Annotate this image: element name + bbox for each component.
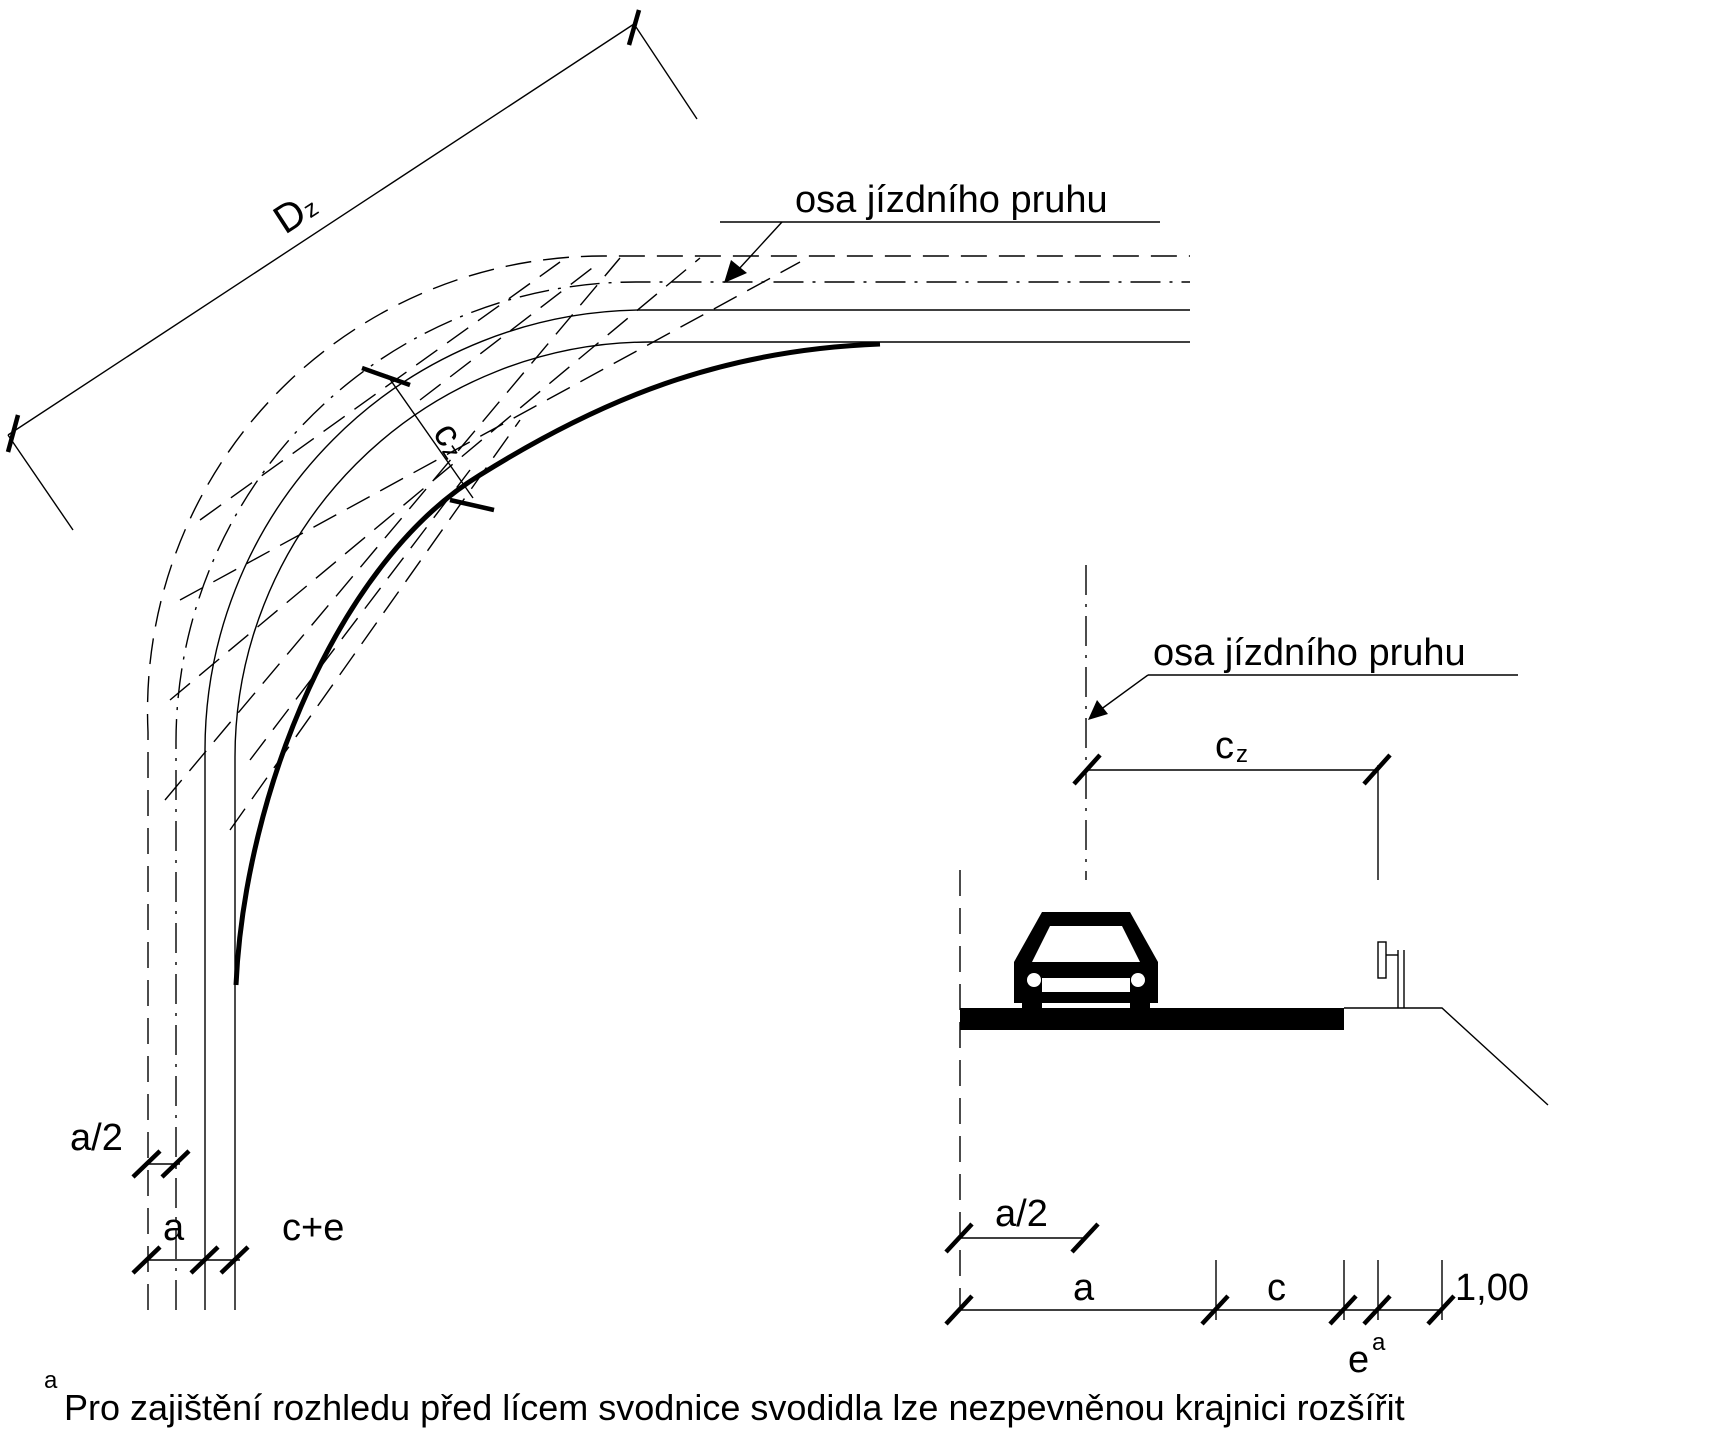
plan-lane-edge-solid bbox=[204, 309, 1190, 1310]
plan-inner-edge-solid bbox=[234, 341, 1190, 1310]
road-shoulder-slope bbox=[1344, 1007, 1549, 1106]
plan-a-half-label: a/2 bbox=[70, 1117, 123, 1159]
road-pavement bbox=[960, 1008, 1344, 1030]
section-a-label: a bbox=[1073, 1267, 1095, 1309]
plan-cz-dimension: c z bbox=[361, 365, 495, 513]
section-1-00-label: 1,00 bbox=[1455, 1267, 1529, 1309]
cross-section: osa jízdního pruhu c z bbox=[944, 565, 1549, 1381]
footnote-marker: a bbox=[44, 1367, 58, 1394]
plan-sight-lines bbox=[164, 257, 801, 831]
section-e-label: e bbox=[1348, 1339, 1369, 1381]
footnote-text: Pro zajištění rozhledu před lícem svodni… bbox=[64, 1387, 1405, 1428]
plan-lane-axis-label: osa jízdního pruhu bbox=[795, 179, 1108, 221]
plan-c-plus-e-label: c+e bbox=[282, 1207, 344, 1249]
section-a-half-label: a/2 bbox=[995, 1193, 1048, 1235]
plan-a-label: a bbox=[163, 1207, 185, 1249]
plan-lane-axis-line bbox=[175, 281, 1190, 1310]
plan-dz-dimension: D z bbox=[5, 9, 698, 531]
section-e-superscript: a bbox=[1372, 1329, 1386, 1356]
section-cz-subscript: z bbox=[1236, 741, 1248, 768]
section-bottom-dimensions: a/2 a c 1,00 e a bbox=[944, 1193, 1529, 1381]
plan-lane-edge-outer bbox=[146, 255, 1190, 1310]
section-lane-axis-callout: osa jízdního pruhu bbox=[1088, 632, 1518, 720]
section-lane-axis-label: osa jízdního pruhu bbox=[1153, 632, 1466, 674]
plan-guardrail-curve bbox=[233, 341, 881, 986]
plan-lane-axis-callout: osa jízdního pruhu bbox=[720, 179, 1160, 283]
plan-view: D z c z osa jízdního pruhu a/2 bbox=[5, 9, 1190, 1310]
plan-bottom-dimensions: a/2 a c+e bbox=[70, 1117, 344, 1275]
section-cz-dimension: c z bbox=[1072, 725, 1392, 880]
section-c-label: c bbox=[1267, 1267, 1286, 1309]
guardrail-icon bbox=[1377, 941, 1405, 1008]
section-cz-label: c bbox=[1215, 725, 1234, 767]
footnote: a Pro zajištění rozhledu před lícem svod… bbox=[44, 1367, 1405, 1428]
car-front-icon bbox=[1014, 912, 1158, 1010]
